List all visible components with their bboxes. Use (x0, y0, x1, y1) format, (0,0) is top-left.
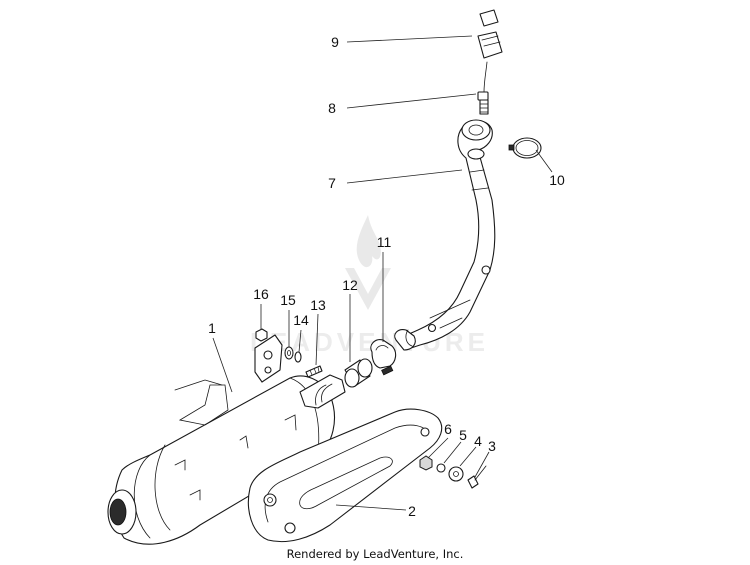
callout-11: 11 (377, 234, 392, 250)
callout-labels: 1 2 3 4 5 6 7 8 9 10 11 12 13 14 15 16 (208, 34, 565, 519)
callout-12: 12 (342, 277, 358, 293)
callout-1: 1 (208, 320, 216, 336)
callout-10: 10 (549, 172, 565, 188)
heat-shield[interactable] (247, 408, 443, 543)
screw-3[interactable] (467, 465, 487, 489)
callout-13: 13 (310, 297, 326, 313)
callout-14: 14 (293, 312, 309, 328)
callout-8: 8 (328, 100, 336, 116)
exhaust-clamp[interactable] (370, 339, 397, 376)
sensor-connector[interactable] (477, 9, 503, 59)
screw-13[interactable] (305, 365, 323, 378)
exhaust-sleeve[interactable] (344, 358, 373, 388)
nut-16[interactable] (255, 328, 268, 342)
footer-credit: Rendered by LeadVenture, Inc. (287, 547, 464, 561)
washer-14[interactable] (294, 351, 302, 363)
exhaust-pipe[interactable] (394, 119, 496, 351)
callout-15: 15 (280, 292, 296, 308)
callout-3: 3 (488, 438, 496, 454)
washer-15[interactable] (284, 346, 294, 360)
callout-7: 7 (328, 175, 336, 191)
callout-6: 6 (444, 421, 452, 437)
nut-6[interactable] (419, 455, 433, 471)
leadventure-watermark: LEADVENTURE (250, 215, 485, 357)
callout-16: 16 (253, 286, 269, 302)
washer-5[interactable] (436, 463, 446, 473)
callout-4: 4 (474, 433, 482, 449)
leader-lines (212, 35, 553, 511)
callout-9: 9 (331, 34, 339, 50)
muffler[interactable] (107, 334, 346, 545)
oxygen-sensor[interactable] (477, 61, 489, 115)
callout-2: 2 (408, 503, 416, 519)
callout-5: 5 (459, 427, 467, 443)
gasket-ring[interactable] (508, 137, 542, 159)
washer-4[interactable] (448, 466, 464, 482)
